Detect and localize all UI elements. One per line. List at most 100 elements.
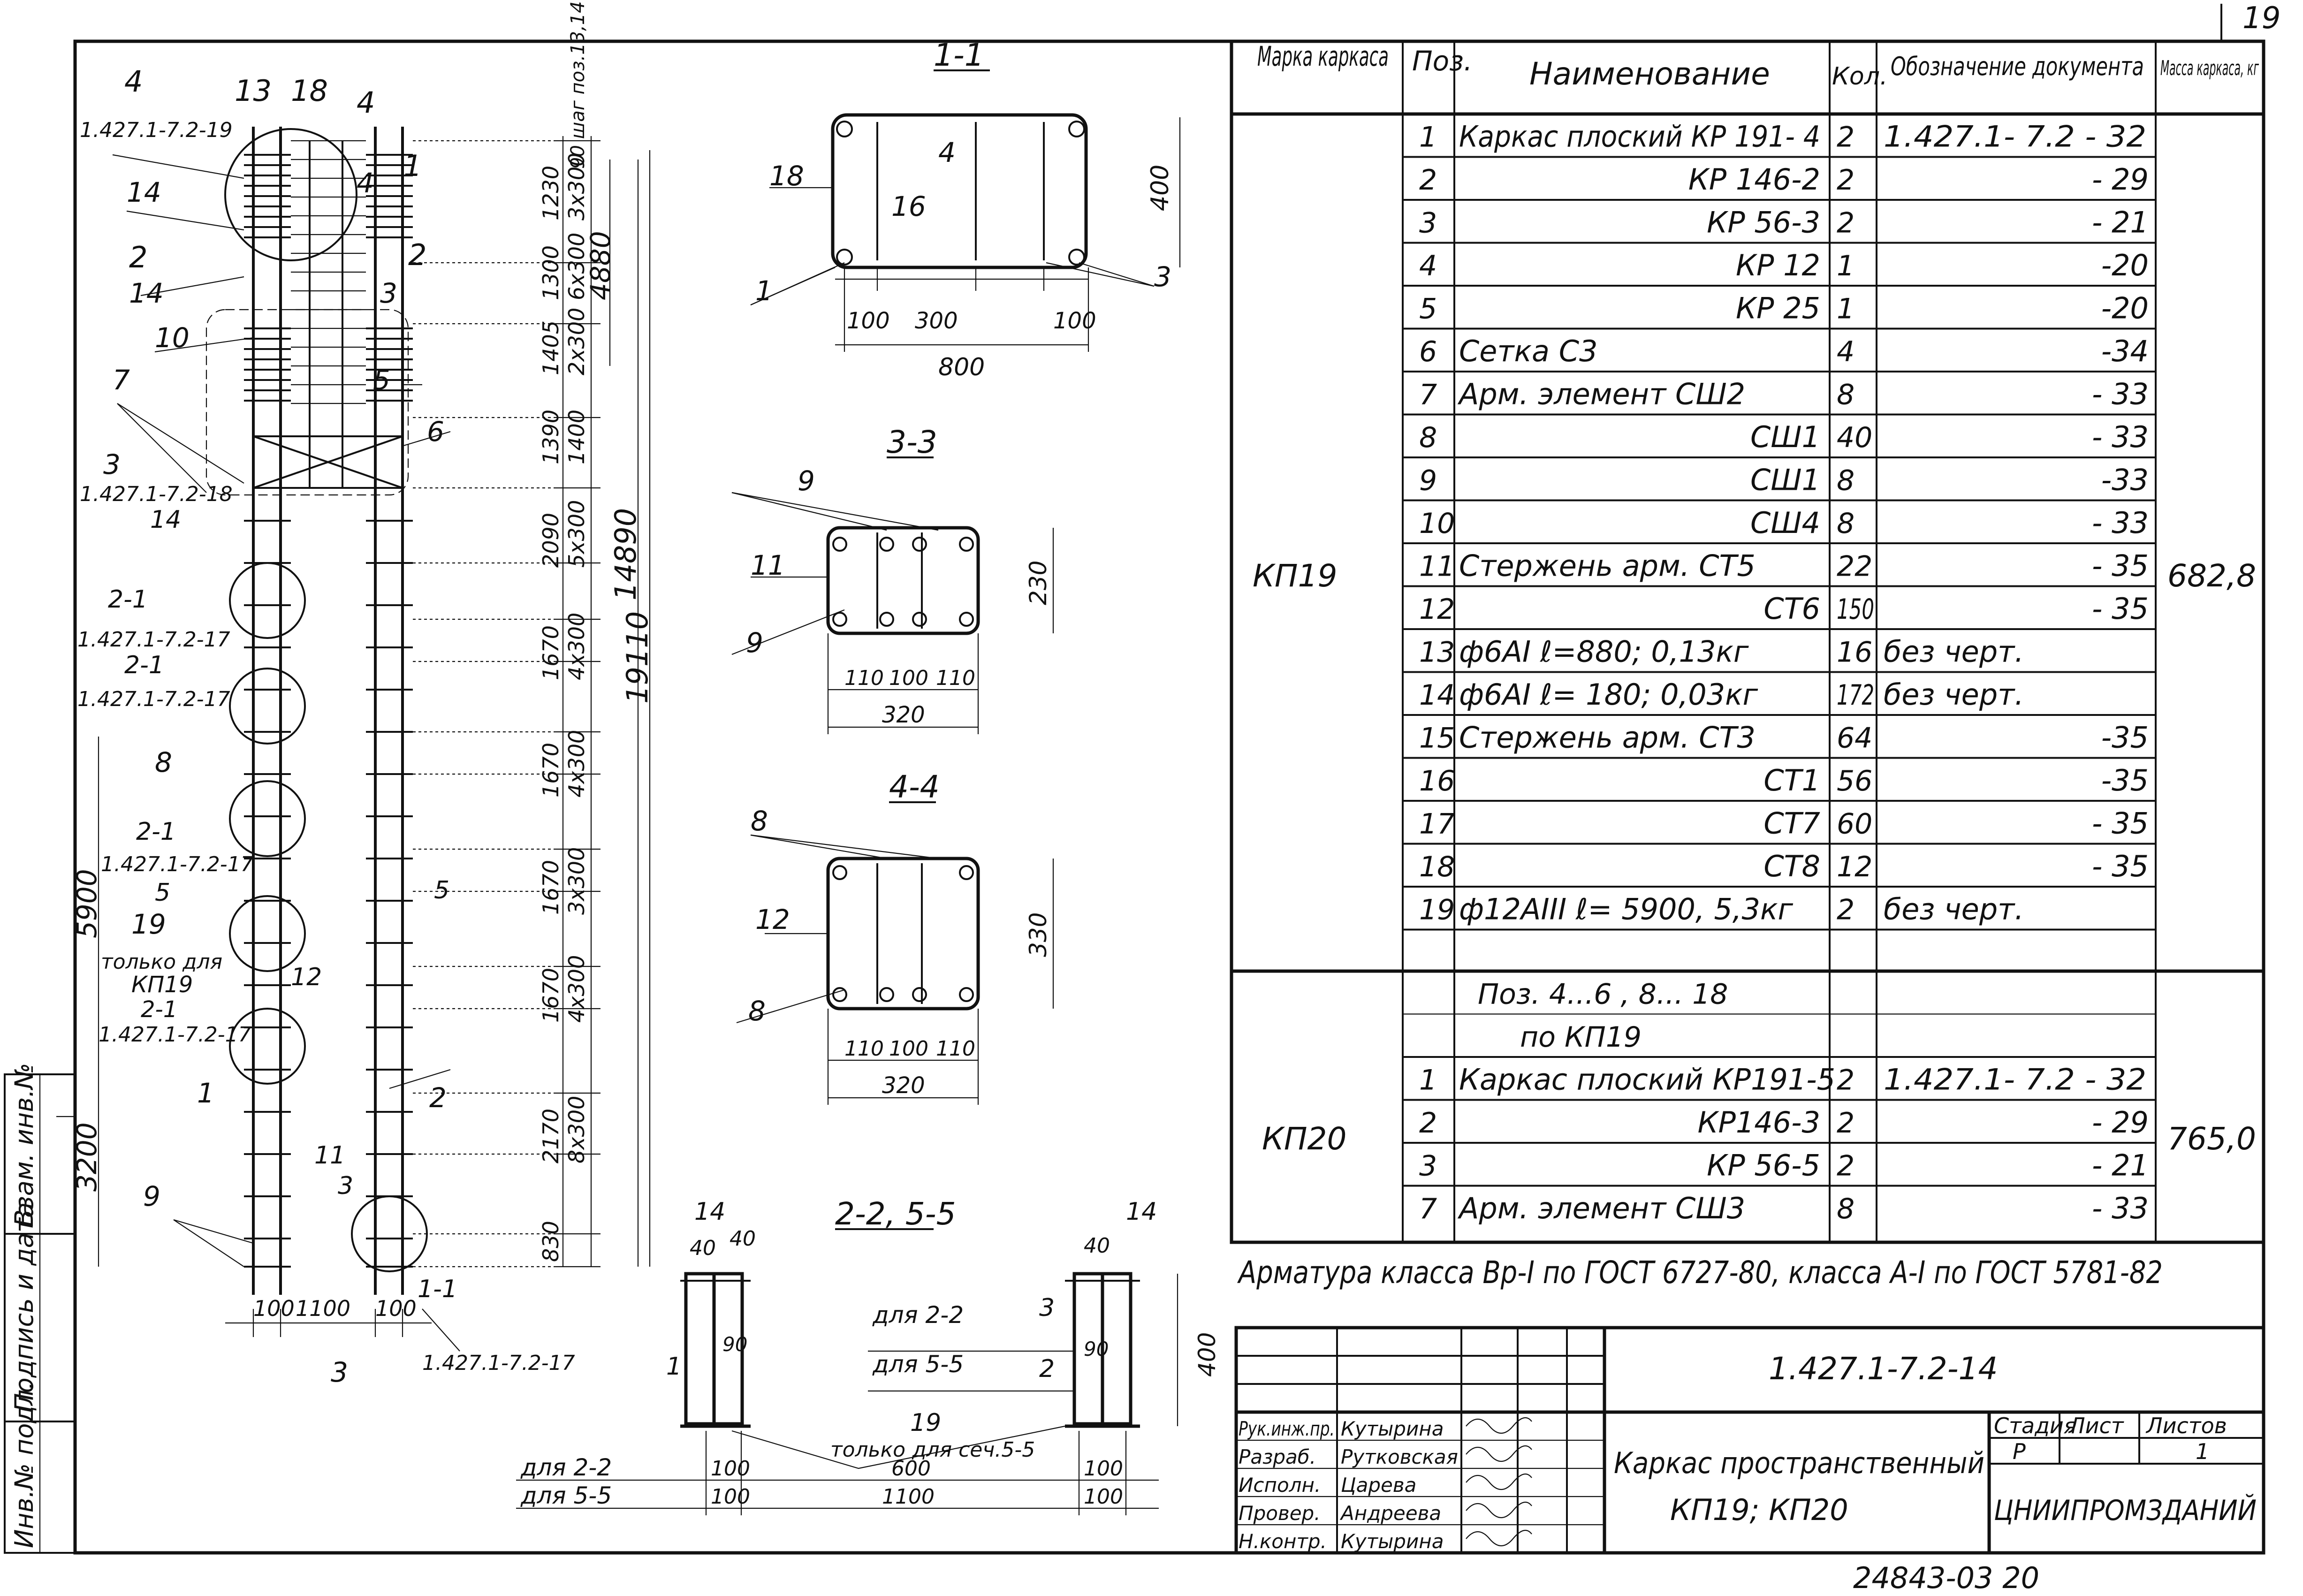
kp19-row-name: СТ1 <box>1763 763 1820 798</box>
kp19-row-name: Каркас плоский КР 191- 4 <box>1459 120 1820 154</box>
vdim-d8: 1400 <box>564 410 589 464</box>
archive-number: 24843-03 20 <box>1853 1561 2039 1595</box>
sec22-for-2-2: для 2-2 <box>872 1301 964 1329</box>
kp19-row-name: СШ1 <box>1750 463 1820 497</box>
kp19-row-qty: 2 <box>1837 121 1855 154</box>
label-10: 10 <box>155 322 190 354</box>
sec22-row1-label: для 2-2 <box>520 1454 612 1481</box>
label-14b: 14 <box>129 277 164 309</box>
sec22-pos-14a: 14 <box>694 1198 725 1226</box>
kp20-note2: по КП19 <box>1520 1021 1642 1054</box>
kp19-row-pos-16: 16 <box>1419 765 1455 798</box>
sec33-dim-110b: 110 <box>936 666 975 690</box>
sec22-pos-19: 19 <box>910 1409 941 1437</box>
label-8: 8 <box>155 746 172 778</box>
mass-kp19: 682,8 <box>2167 558 2256 594</box>
kp19-row-qty: 1 <box>1837 293 1855 326</box>
kp20-row-name: Каркас плоский КР191-5 <box>1459 1063 1835 1097</box>
kp20-row-doc: - 33 <box>2092 1191 2149 1225</box>
signature-name: Царева <box>1341 1474 1416 1497</box>
label-pos-18: 18 <box>291 74 328 108</box>
sec11-pos-1: 1 <box>755 275 773 307</box>
kp20-row-qty: 2 <box>1837 1150 1855 1183</box>
signature-role: Исполн. <box>1239 1474 1321 1497</box>
label-4-right: 4 <box>357 167 374 199</box>
kp19-row-name: КР 25 <box>1736 291 1820 326</box>
ref-17b: 1.427.1-7.2-17 <box>77 687 230 711</box>
signature-name: Рутковская <box>1341 1445 1458 1468</box>
kp19-row-doc: без черт. <box>1884 677 2024 712</box>
vdim-d4: 6х300 <box>564 233 589 300</box>
kp19-row-qty: 150 <box>1837 593 1874 626</box>
signature-role: Рук.инж.пр. <box>1239 1417 1335 1440</box>
kp19-row-pos-11: 11 <box>1419 550 1455 583</box>
label-12: 12 <box>291 963 322 991</box>
kp20-row-qty: 2 <box>1837 1064 1855 1097</box>
label-pos-4-top: 4 <box>124 64 143 99</box>
sec22-pos-1: 1 <box>666 1353 682 1381</box>
kp19-row-qty: 4 <box>1837 335 1855 368</box>
sec22-row2-100b: 100 <box>1084 1485 1123 1509</box>
kp19-row-name: СТ6 <box>1763 592 1820 626</box>
kp19-row-pos-12: 12 <box>1419 593 1455 626</box>
vdim-d11: 1670 <box>538 625 563 680</box>
sec22-dim-90b: 90 <box>1084 1338 1109 1360</box>
stage-header: Стадия <box>1994 1413 2076 1438</box>
label-section-3: 3 <box>331 1356 348 1388</box>
kp19-row-name: ф12АIII ℓ= 5900, 5,3кг <box>1459 892 1793 927</box>
section-1-1 <box>750 69 1181 352</box>
sec22-dim-40c: 40 <box>1084 1234 1110 1258</box>
kp20-row-qty: 2 <box>1837 1107 1855 1140</box>
section-4-4-title: 4-4 <box>889 769 940 805</box>
sec22-row1-100a: 100 <box>711 1457 750 1481</box>
kp19-row-name: КР 12 <box>1736 248 1820 282</box>
kp19-row-doc: - 33 <box>2092 420 2149 454</box>
sec33-pos-9a: 9 <box>798 465 815 497</box>
header-mass: Масса каркаса, кг <box>2160 56 2259 80</box>
mark-kp20: КП20 <box>1262 1121 1346 1157</box>
kp20-row-pos-3: 3 <box>1419 1150 1437 1183</box>
kp19-row-pos-3: 3 <box>1419 207 1437 240</box>
label-2-1c: 2-1 <box>136 818 176 846</box>
signature-scribble <box>1466 1445 1532 1462</box>
kp19-row-doc: - 33 <box>2092 506 2149 540</box>
kp20-row-pos-2: 2 <box>1419 1107 1437 1140</box>
kp19-row-pos-1: 1 <box>1419 121 1437 154</box>
sec44-dim-320: 320 <box>882 1072 925 1099</box>
title-line1: Каркас пространственный <box>1614 1446 1984 1480</box>
sec11-dim-800: 800 <box>938 353 985 381</box>
header-name: Наименование <box>1529 56 1770 92</box>
kp19-row-pos-10: 10 <box>1419 507 1455 540</box>
organization: ЦНИИПРОМЗДАНИЙ <box>1994 1494 2257 1527</box>
kp19-row-doc: - 29 <box>2092 162 2149 197</box>
vdim-d13: 1670 <box>538 743 563 798</box>
elevation-view <box>56 127 651 1352</box>
kp19-row-pos-17: 17 <box>1419 808 1455 841</box>
kp19-row-pos-9: 9 <box>1419 464 1437 497</box>
kp19-row-qty: 8 <box>1837 507 1855 540</box>
kp19-row-pos-2: 2 <box>1419 164 1437 197</box>
sec11-pos-4: 4 <box>938 137 956 168</box>
vdim-left-3200: 3200 <box>71 1122 103 1192</box>
kp19-row-qty: 2 <box>1837 207 1855 240</box>
sec44-dim-100: 100 <box>889 1037 928 1061</box>
sec22-dim-40a: 40 <box>690 1236 716 1260</box>
label-7: 7 <box>113 364 130 396</box>
label-1: 1 <box>197 1077 214 1109</box>
kp19-row-doc: -34 <box>2101 334 2149 368</box>
dim-100b: 100 <box>375 1296 417 1321</box>
label-9: 9 <box>143 1180 160 1212</box>
signature-name: Кутырина <box>1341 1417 1444 1440</box>
kp19-row-pos-4: 4 <box>1419 250 1437 282</box>
vdim-d1: 1230 <box>538 166 563 220</box>
mass-kp20: 765,0 <box>2167 1121 2256 1157</box>
sec44-pos-8b: 8 <box>748 995 766 1027</box>
sec22-row2-label: для 5-5 <box>520 1482 612 1509</box>
label-5b: 5 <box>434 876 449 904</box>
sec11-pos-18: 18 <box>769 160 804 192</box>
kp19-row-name: Арм. элемент СШ2 <box>1457 377 1745 411</box>
vdim-d14: 4х300 <box>564 730 589 798</box>
kp19-row-doc: -33 <box>2101 463 2149 497</box>
